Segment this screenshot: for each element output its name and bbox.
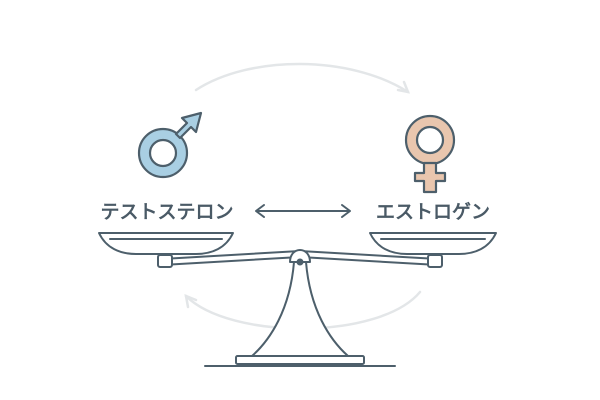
scale-stand	[251, 261, 349, 357]
scale-pivot	[289, 249, 311, 263]
right-pan	[369, 232, 497, 255]
balance-scale	[98, 232, 497, 367]
male-symbol-icon	[137, 111, 203, 179]
double-arrow-icon	[255, 204, 351, 218]
scale-base	[235, 355, 365, 365]
cycle-arrow-bottom-head	[184, 294, 198, 309]
left-pan	[98, 232, 234, 255]
testosterone-label: テストステロン	[100, 201, 233, 223]
female-symbol-icon	[404, 114, 456, 194]
estrogen-label: エストロゲン	[376, 201, 490, 223]
cycle-arrow-top-head	[396, 80, 411, 94]
cycle-arrow-top	[194, 62, 410, 94]
